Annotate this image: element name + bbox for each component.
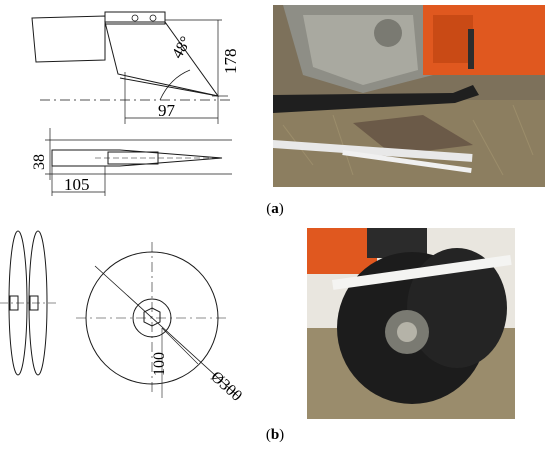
- opener-photo: [273, 5, 545, 187]
- dim-length: 97: [158, 101, 176, 120]
- disc-photo: [307, 228, 515, 419]
- dim-diameter: Ø300: [207, 368, 245, 404]
- dim-base: 105: [64, 175, 90, 194]
- dim-height: 178: [221, 49, 240, 75]
- panel-label-a: (a): [266, 201, 284, 217]
- disc-drawing: 100 Ø300: [0, 230, 245, 405]
- dim-width: 38: [31, 154, 48, 170]
- panel-label-b: (b): [265, 427, 285, 443]
- dim-radius: 100: [151, 352, 168, 376]
- opener-drawing: 48° 178 97 38 105: [31, 11, 240, 196]
